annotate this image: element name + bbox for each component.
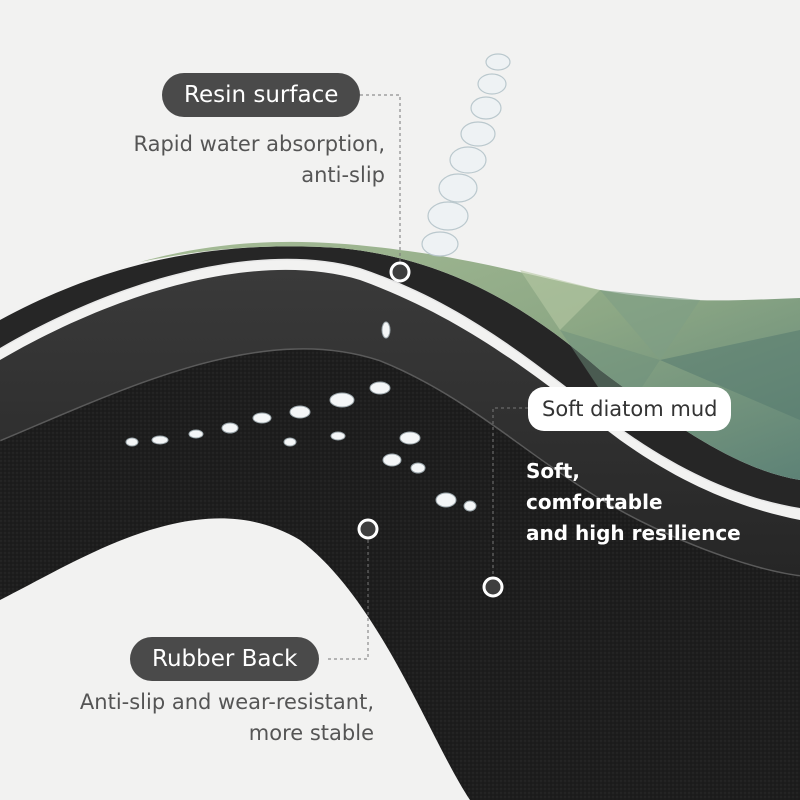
diatom-mud-layer xyxy=(0,269,800,575)
marker-rubber xyxy=(357,518,379,540)
rubber-back-label: Rubber Back xyxy=(130,637,320,681)
diatom-mud-desc: Soft, comfortable and high resilience xyxy=(526,456,741,549)
rubber-back-layer xyxy=(0,348,800,800)
top-rim-layer xyxy=(0,246,800,508)
marker-resin xyxy=(389,261,411,283)
leader-lines xyxy=(328,94,540,660)
resin-desc-line1: Rapid water absorption, xyxy=(133,132,385,156)
resin-facet xyxy=(520,270,600,330)
marker-diatom xyxy=(482,576,504,598)
resin-facet xyxy=(600,290,700,360)
resin-desc-line2: anti-slip xyxy=(301,163,385,187)
rubber-desc-line1: Anti-slip and wear-resistant, xyxy=(79,690,374,714)
rubber-back-desc: Anti-slip and wear-resistant, more stabl… xyxy=(80,687,374,749)
water-droplets xyxy=(125,321,477,512)
diatom-desc-line1: Soft, xyxy=(526,459,581,483)
diatom-mud-label: Soft diatom mud xyxy=(528,387,732,431)
resin-facet xyxy=(660,330,800,420)
resin-surface-label: Resin surface xyxy=(162,73,361,117)
diatom-desc-line2: comfortable xyxy=(526,490,663,514)
diatom-desc-line3: and high resilience xyxy=(526,521,741,545)
rubber-desc-line2: more stable xyxy=(248,721,374,745)
water-stream xyxy=(421,53,511,257)
resin-surface-desc: Rapid water absorption, anti-slip xyxy=(133,129,385,191)
